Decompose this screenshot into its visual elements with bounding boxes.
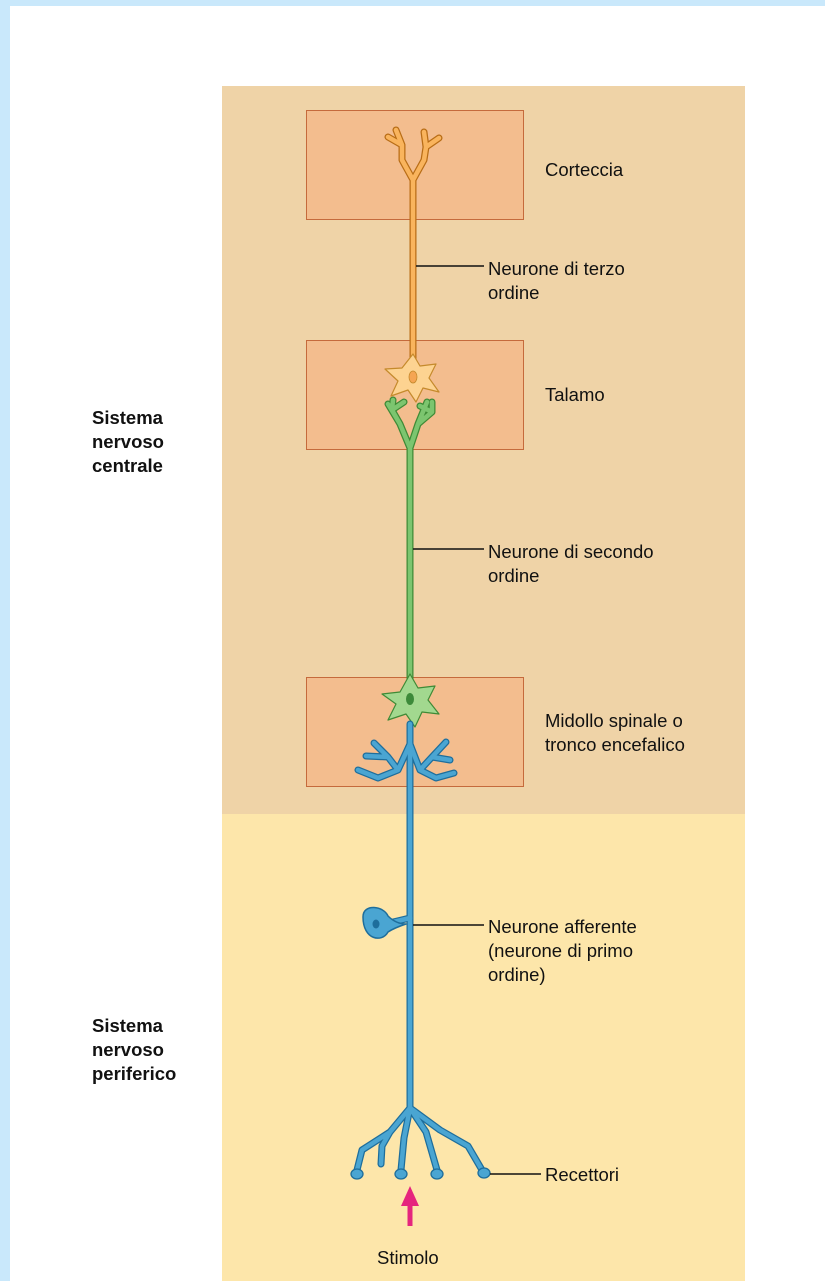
stimulus-arrow xyxy=(401,1186,419,1226)
spinal-cord-label: Midollo spinale o tronco encefalico xyxy=(545,710,685,755)
central-nervous-system-label: Sistema nervoso centrale xyxy=(92,407,164,476)
second-order-neuron xyxy=(381,396,440,728)
third-order-neuron xyxy=(384,126,443,403)
third-order-neuron-label: Neurone di terzo ordine xyxy=(488,258,625,303)
stimulus-label: Stimolo xyxy=(377,1247,439,1268)
thalamus-label: Talamo xyxy=(545,384,605,405)
leader-lines xyxy=(413,265,541,1175)
cortex-label: Corteccia xyxy=(545,159,624,180)
peripheral-nervous-system-label: Sistema nervoso periferico xyxy=(92,1015,177,1084)
receptors-label: Recettori xyxy=(545,1164,620,1185)
second-order-neuron-label: Neurone di secondo ordine xyxy=(488,541,654,586)
afferent-neuron-label: Neurone afferente (neurone di primo ordi… xyxy=(488,916,637,985)
afferent-neuron xyxy=(350,720,491,1180)
peripheral-nervous-system-zone xyxy=(222,814,745,1281)
